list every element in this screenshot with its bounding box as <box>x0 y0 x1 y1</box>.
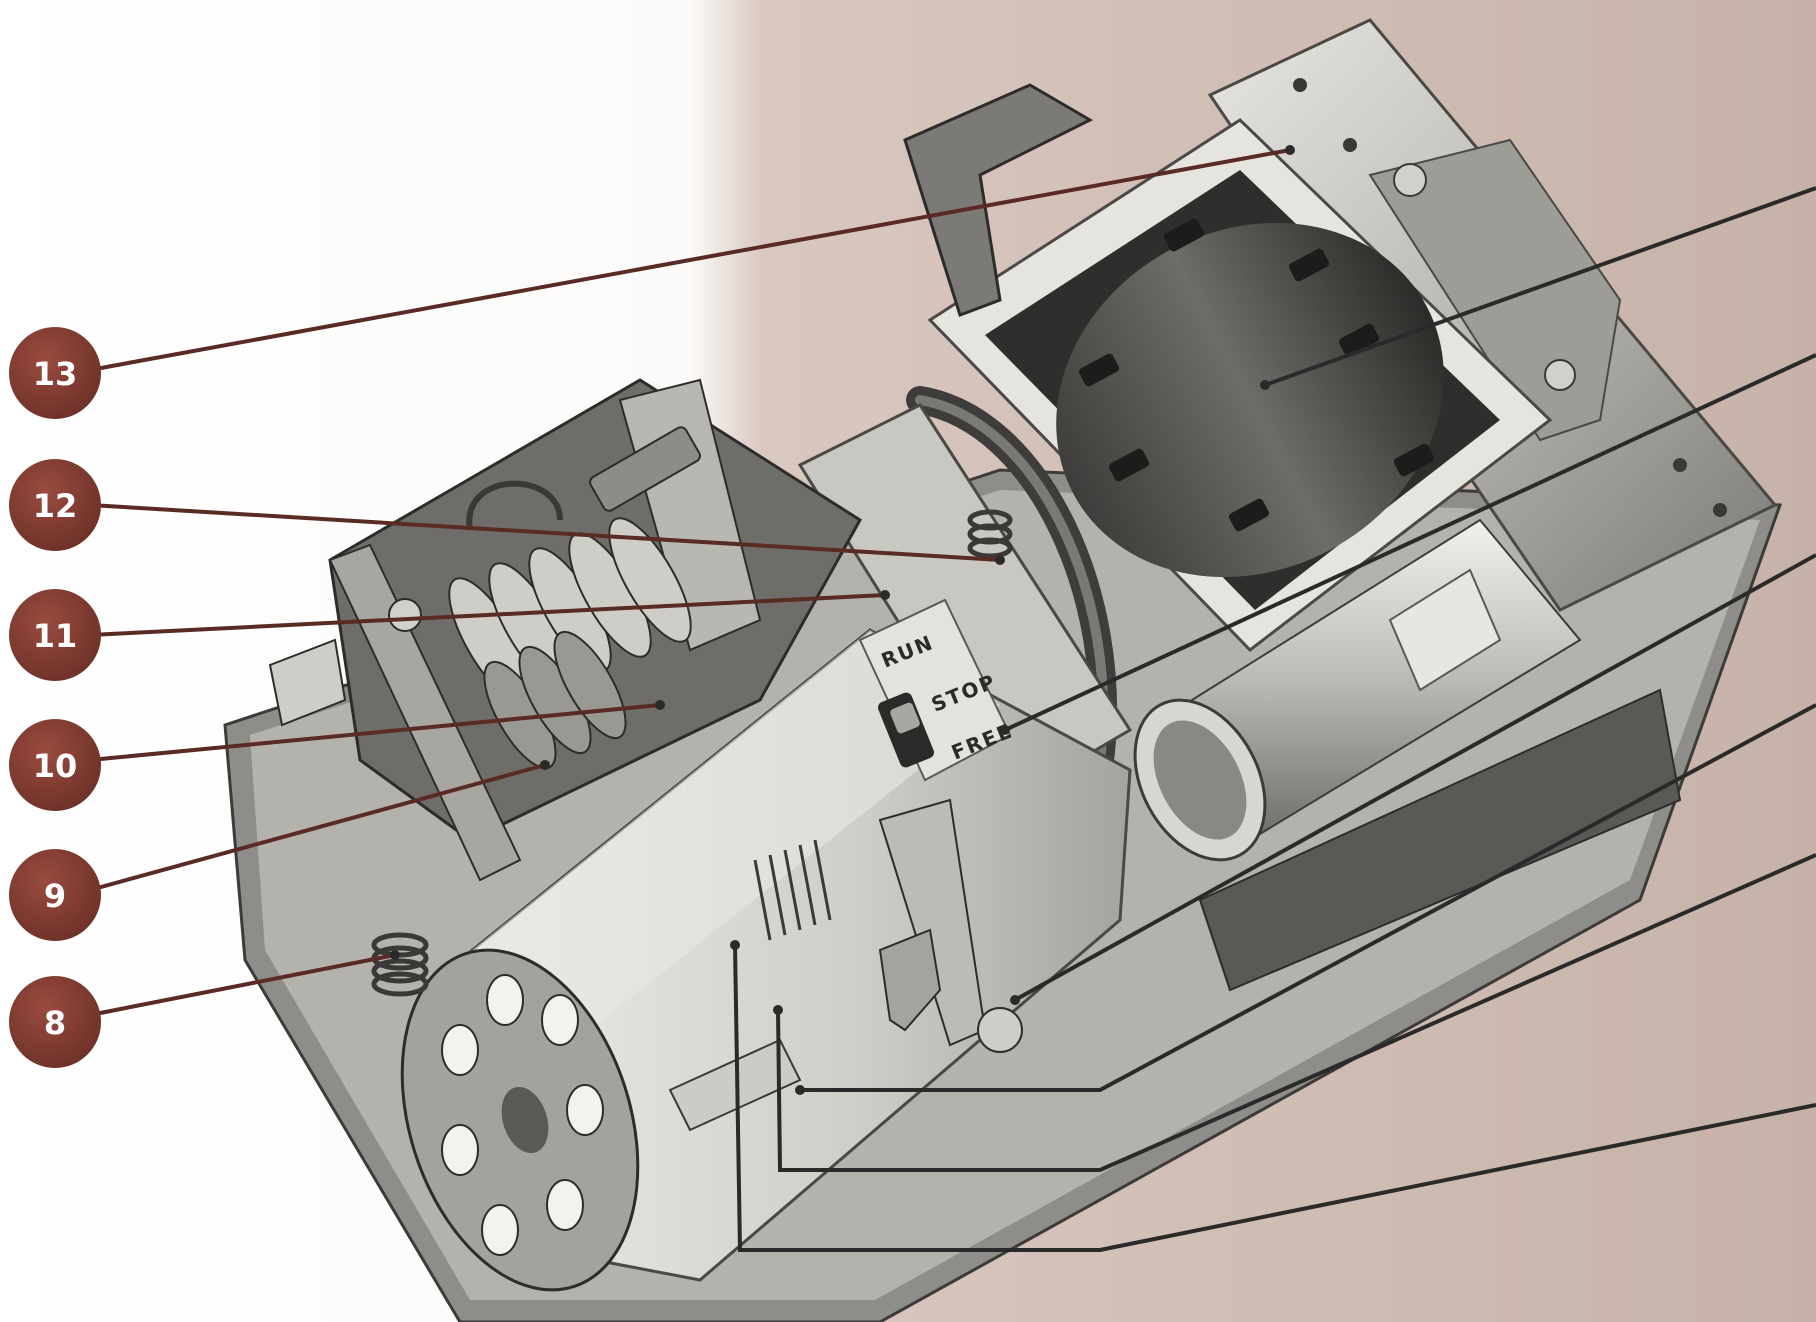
screw-icon <box>388 598 422 632</box>
screw-icon <box>1393 163 1427 197</box>
callout-label: 12 <box>33 487 78 525</box>
mechanism: RUN STOP FREE <box>223 18 1783 1322</box>
reel <box>400 948 640 1292</box>
leader-line-13 <box>89 148 1291 372</box>
mounting-hole <box>1713 503 1727 517</box>
top-handle <box>903 83 1094 317</box>
spring-link <box>967 509 1013 559</box>
square-post <box>268 638 347 727</box>
mounting-hole <box>1343 138 1357 152</box>
callout-11: 11 <box>9 589 101 681</box>
leader-line-11 <box>89 593 886 637</box>
leader-lines-right <box>733 186 1816 1252</box>
leader-line-9 <box>89 763 546 892</box>
callout-9: 9 <box>9 849 101 941</box>
callout-8: 8 <box>9 976 101 1068</box>
leader-lines <box>89 148 1291 1017</box>
wire-loop <box>466 480 563 531</box>
leader-line-r6 <box>733 944 1816 1252</box>
motor-vents <box>1078 218 1435 532</box>
mounting-hole <box>1673 458 1687 472</box>
callout-13: 13 <box>9 327 101 419</box>
front-lever <box>878 798 1023 1053</box>
leader-line-r3 <box>1014 553 1816 1002</box>
callout-label: 8 <box>44 1004 66 1042</box>
slider-tab <box>668 1038 802 1132</box>
motor-body <box>1056 222 1444 578</box>
front-cover-top <box>460 630 1000 1030</box>
callout-10: 10 <box>9 719 101 811</box>
mode-switch <box>878 692 934 768</box>
leader-line-r1 <box>1264 186 1816 387</box>
rack-teeth <box>753 839 832 941</box>
coil-spring <box>371 932 429 997</box>
leader-line-8 <box>89 953 396 1017</box>
callout-label: 9 <box>44 877 66 915</box>
leader-line-12 <box>89 503 1001 562</box>
leader-line-r4 <box>800 703 1816 1092</box>
underside-bracket <box>1198 688 1682 992</box>
callout-12: 12 <box>9 459 101 551</box>
leader-line-r5 <box>776 853 1816 1172</box>
callout-label: 13 <box>33 355 78 393</box>
callout-label: 11 <box>33 617 78 655</box>
leader-line-10 <box>89 703 661 762</box>
leader-endpoints <box>390 145 1295 1095</box>
screw-icon <box>1544 359 1576 391</box>
capacitor <box>1133 518 1582 862</box>
leader-line-r2 <box>1004 353 1816 732</box>
callout-label: 10 <box>33 747 78 785</box>
mounting-hole <box>1293 78 1307 92</box>
